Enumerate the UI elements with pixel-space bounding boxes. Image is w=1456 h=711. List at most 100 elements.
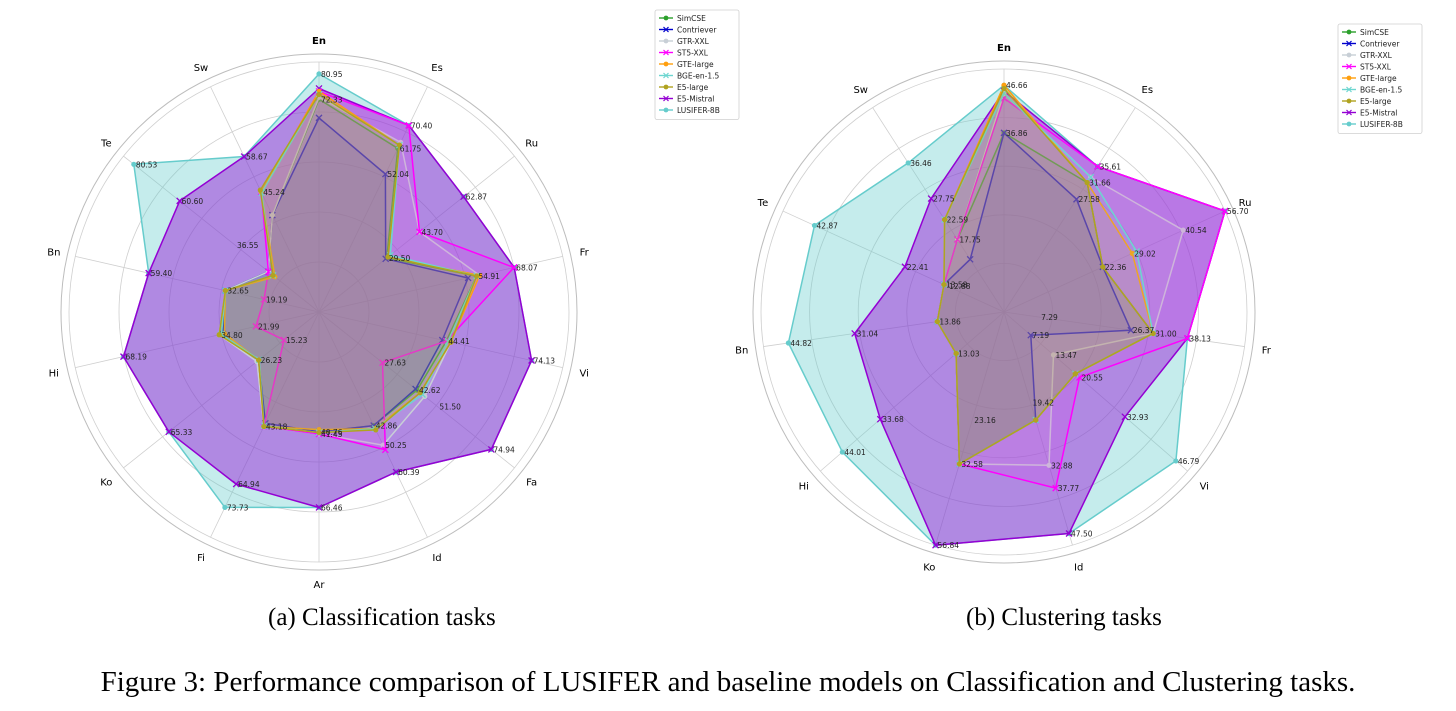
cls-value-label: 54.91 (478, 272, 500, 281)
cls-value-label: 44.41 (448, 337, 470, 346)
clu-value-label: 7.29 (1041, 313, 1058, 322)
cls-point-e5-mistral (176, 197, 184, 205)
clu-value-label: 7.19 (1032, 331, 1049, 340)
cls-value-labels: 80.9572.3370.4061.7552.0462.8743.7029.50… (125, 70, 555, 513)
cls-point-contriever (381, 170, 389, 178)
cls-point-contriever (464, 274, 472, 282)
cls-legend-item: E5-large (659, 83, 709, 92)
cls-legend-item: LUSIFER-8B (659, 106, 720, 115)
clu-value-label: 27.58 (1078, 195, 1100, 204)
cls-point-e5-large (261, 423, 267, 430)
clu-point-e5-large (942, 217, 948, 223)
clu-point-e5-large (1033, 417, 1039, 423)
cls-point-e5-mistral (165, 428, 173, 436)
cls-legend-marker (663, 61, 669, 67)
clu-value-label: 36.46 (910, 159, 932, 168)
clu-point-contriever (1073, 195, 1080, 203)
cls-value-label: 68.19 (125, 353, 147, 362)
clu-value-label: 36.86 (1006, 129, 1028, 138)
clu-point-e5-large (953, 350, 959, 357)
cls-point-e5-mistral (392, 468, 400, 476)
cls-legend-marker (663, 72, 669, 79)
cls-point-e5-large (396, 142, 402, 148)
cls-point-st5-xxl (252, 322, 260, 330)
cls-legend-label: GTR-XXL (677, 37, 710, 46)
cls-legend-item: GTR-XXL (659, 37, 710, 46)
cls-category-label: Ar (314, 580, 326, 591)
clu-spoke (820, 311, 1005, 472)
cls-point-st5-xxl (264, 268, 272, 276)
clu-value-label: 19.42 (1033, 399, 1055, 408)
clu-category-label: Sw (853, 85, 868, 96)
clu-value-label: 27.75 (933, 195, 955, 204)
clu-value-label: 40.54 (1185, 226, 1207, 235)
clu-point-e5-mistral (1121, 413, 1129, 421)
clu-point-bge-en-1-5 (1133, 247, 1141, 255)
cls-point-e5-large (373, 427, 379, 433)
clu-legend-item: ST5-XXL (1342, 63, 1392, 72)
cls-legend-label: Contriever (677, 26, 717, 35)
clu-spoke (1003, 107, 1136, 313)
cls-value-label: 62.87 (466, 193, 488, 202)
cls-point-contriever (315, 114, 323, 122)
cls-value-label: 59.40 (151, 269, 173, 278)
clu-legend-label: SimCSE (1360, 28, 1389, 37)
clu-category-label: Ru (1239, 198, 1252, 209)
cls-value-label: 68.07 (516, 263, 538, 272)
cls-legend-label: E5-large (677, 83, 709, 92)
cls-value-label: 41.45 (321, 430, 343, 439)
clu-point-e5-large (956, 461, 962, 467)
cls-point-e5-large (257, 187, 263, 193)
clu-point-contriever (1000, 129, 1008, 137)
clu-value-label: 56.70 (1227, 207, 1249, 216)
cls-category-label: Ko (100, 478, 112, 489)
cls-legend: SimCSEContrieverGTR-XXLST5-XXLGTE-largeB… (654, 9, 740, 120)
cls-point-e5-large (417, 390, 423, 396)
clu-legend-item: LUSIFER-8B (1342, 120, 1403, 129)
clu-legend-box (1337, 23, 1423, 134)
cls-value-label: 64.94 (238, 480, 260, 489)
cls-category-label: Ru (525, 138, 538, 149)
clu-point-contriever (966, 255, 974, 263)
cls-value-label: 70.40 (411, 121, 433, 130)
cls-value-label: 80.53 (136, 160, 158, 169)
cls-legend-label: BGE-en-1.5 (677, 72, 720, 81)
clu-legend-label: Contriever (1360, 40, 1400, 49)
clu-value-label: 31.00 (1155, 329, 1177, 338)
clu-spoke (763, 311, 1005, 347)
clu-category-label: Vi (1200, 482, 1209, 493)
clu-area-e5-large (936, 87, 1154, 465)
cls-legend-marker (663, 38, 669, 44)
clu-legend: SimCSEContrieverGTR-XXLST5-XXLGTE-largeB… (1337, 23, 1423, 134)
clu-point-contriever (1127, 326, 1135, 334)
clu-legend-marker (1346, 29, 1352, 35)
clu-category-label: Hi (799, 482, 809, 493)
clu-legend-label: E5-large (1360, 97, 1392, 106)
cls-value-label: 66.46 (321, 503, 343, 512)
clu-point-lusifer-8b (811, 222, 818, 229)
cls-series-e5-large (216, 91, 480, 436)
clu-point-e5-large (941, 281, 947, 288)
clu-point-e5-mistral (927, 195, 935, 203)
clu-point-lusifer-8b (839, 449, 845, 455)
clu-series (785, 82, 1229, 549)
clu-value-label: 26.37 (1133, 326, 1155, 335)
clu-value-label: 46.79 (1178, 457, 1200, 466)
clu-legend-marker (1346, 109, 1352, 116)
clu-point-e5-large (1150, 330, 1156, 337)
clu-point-e5-large (1100, 264, 1106, 270)
clu-value-label: 23.16 (974, 416, 996, 425)
cls-legend-item: BGE-en-1.5 (659, 72, 720, 81)
clu-point-lusifer-8b (905, 160, 911, 166)
cls-value-label: 42.86 (376, 422, 398, 431)
cls-legend-marker (663, 26, 669, 33)
cls-spoke (123, 155, 320, 313)
clu-point-st5-xxl (1052, 484, 1060, 492)
clu-value-label: 47.50 (1071, 529, 1093, 538)
cls-value-label: 74.94 (493, 445, 515, 454)
clu-value-label: 56.84 (938, 541, 960, 550)
cls-value-label: 21.99 (258, 322, 280, 331)
clu-legend-item: GTR-XXL (1342, 51, 1393, 60)
